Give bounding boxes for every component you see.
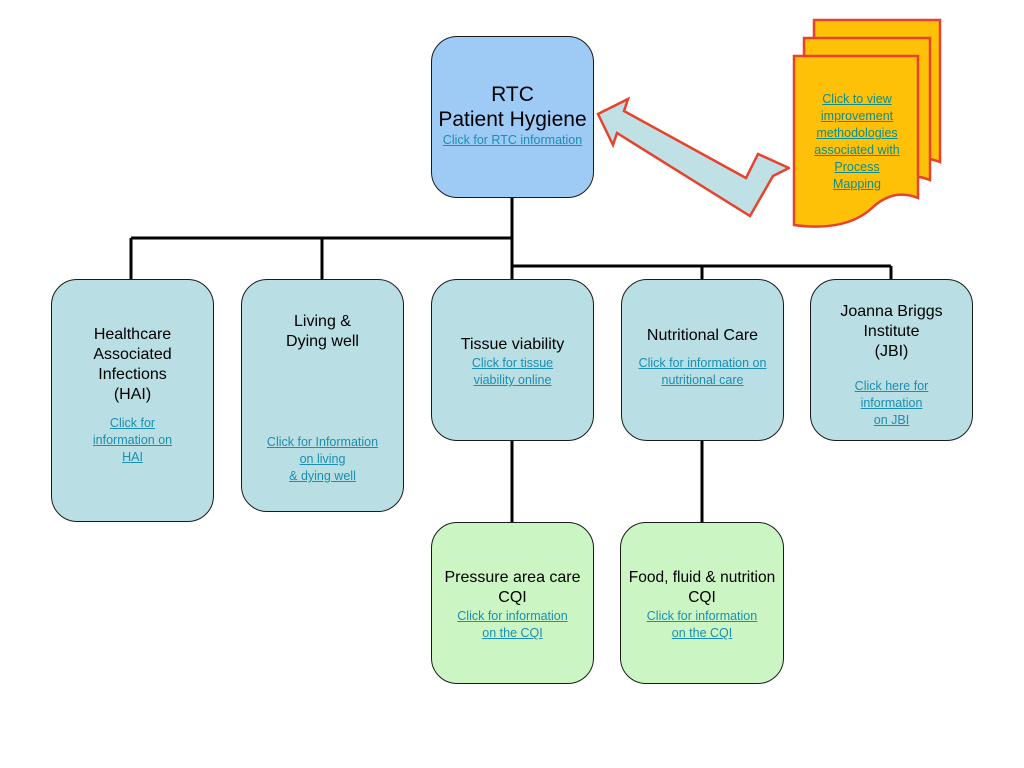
food-fluid-nutrition-title: Food, fluid & nutrition CQI: [628, 569, 776, 606]
hai-info-link[interactable]: Click for information on HAI: [92, 416, 173, 464]
pressure-area-care-info-link[interactable]: Click for information on the CQI: [457, 609, 568, 640]
bent-arrow-icon: [596, 96, 790, 218]
living-dying-title: Living & Dying well: [286, 313, 359, 350]
nutritional-care-title: Nutritional Care: [646, 327, 759, 344]
food-fluid-nutrition-info-link[interactable]: Click for information on the CQI: [646, 609, 758, 640]
hai-node: Healthcare Associated Infections (HAI) C…: [51, 279, 214, 522]
tissue-viability-info-link[interactable]: Click for tissue viability online: [471, 356, 554, 387]
living-dying-info-link[interactable]: Click for Information on living & dying …: [266, 435, 379, 483]
pressure-area-care-node: Pressure area care CQI Click for informa…: [431, 522, 594, 684]
nutritional-care-node: Nutritional Care Click for information o…: [621, 279, 784, 441]
hai-title: Healthcare Associated Infections (HAI): [93, 326, 172, 403]
root-node: RTC Patient Hygiene Click for RTC inform…: [431, 36, 594, 198]
rtc-info-link[interactable]: Click for RTC information: [442, 133, 583, 147]
living-dying-node: Living & Dying well Click for Informatio…: [241, 279, 404, 512]
food-fluid-nutrition-node: Food, fluid & nutrition CQI Click for in…: [620, 522, 784, 684]
jbi-node: Joanna Briggs Institute (JBI) Click here…: [810, 279, 973, 441]
tissue-viability-title: Tissue viability: [460, 336, 565, 353]
tissue-viability-node: Tissue viability Click for tissue viabil…: [431, 279, 594, 441]
document-stack-icon: [792, 18, 942, 228]
jbi-title: Joanna Briggs Institute (JBI): [840, 303, 943, 360]
root-title-line2: Patient Hygiene: [438, 108, 587, 131]
nutritional-care-info-link[interactable]: Click for information on nutritional car…: [638, 356, 767, 387]
process-mapping-link[interactable]: Click to view improvement methodologies …: [814, 92, 900, 191]
jbi-info-link[interactable]: Click here for information on JBI: [854, 379, 929, 427]
root-title-line1: RTC: [491, 83, 534, 106]
pressure-area-care-title: Pressure area care CQI: [444, 569, 581, 606]
